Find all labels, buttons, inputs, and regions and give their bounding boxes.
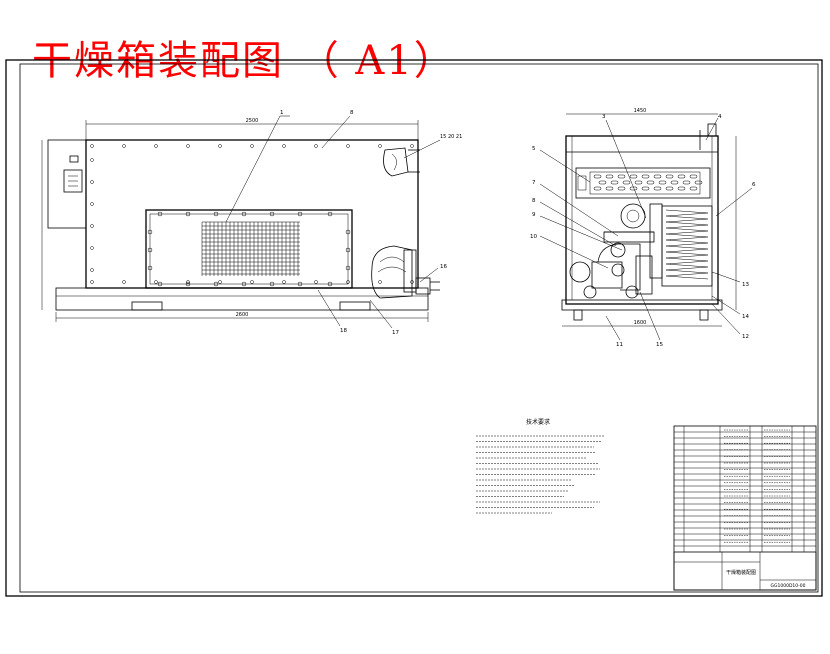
side-cabinet: [565, 135, 719, 305]
outer-frame: [5, 59, 823, 597]
title-block: 干燥箱装配图 GG1000D10-00: [673, 425, 817, 591]
side-balloon-9: 9: [532, 212, 536, 218]
heater-slots: [593, 174, 703, 191]
control-box: [47, 139, 87, 229]
motor-left: [569, 261, 591, 283]
balloon-17: 17: [392, 330, 399, 336]
cabinet-base: [55, 287, 429, 311]
inner-frame: [19, 63, 819, 593]
blower-housing: [371, 245, 413, 299]
pump-body: [591, 261, 623, 289]
filter-mesh: [201, 221, 300, 276]
indicator: [69, 155, 79, 163]
heater-tray: [575, 167, 711, 199]
balloon-15-20-21: 15 20 21: [440, 134, 462, 140]
balloon-18: 18: [340, 328, 347, 334]
side-balloon-8: 8: [532, 198, 536, 204]
control-panel: [63, 169, 83, 193]
dim-top-label: 2500: [246, 118, 259, 124]
side-dim-top: 1450: [634, 108, 647, 114]
balloon-8: 8: [350, 110, 354, 116]
dim-bottom-label: 2600: [236, 312, 249, 318]
coil-tubes: [665, 209, 709, 280]
cabinet-bolts: [90, 144, 414, 284]
side-balloon-5: 5: [532, 146, 536, 152]
drawing-number: GG1000D10-00: [771, 583, 806, 589]
side-balloon-13: 13: [742, 282, 749, 288]
side-balloon-4: 4: [718, 114, 722, 120]
side-balloon-6: 6: [752, 182, 756, 188]
side-balloon-3: 3: [602, 114, 606, 120]
panel-bolts: [147, 211, 351, 287]
heat-exchanger-coil: [661, 205, 713, 287]
front-view: 2500 2600 1 8 15 20 21 16 18 17: [41, 110, 462, 336]
side-balloon-15: 15: [656, 342, 663, 348]
side-balloon-10: 10: [530, 234, 537, 240]
page-title: 干燥箱装配图 （ A1）: [32, 38, 456, 84]
access-panel: [145, 209, 353, 289]
side-dim-bottom: 1600: [634, 320, 647, 326]
bom-table: [674, 426, 816, 552]
balloon-1: 1: [280, 110, 284, 116]
outlet-flange: [415, 277, 431, 295]
fan-housing-top: [383, 147, 409, 177]
balloon-16: 16: [440, 264, 447, 270]
technical-notes: 技术要求: [476, 418, 604, 514]
fork-pocket-right: [339, 301, 371, 311]
side-balloon-11: 11: [616, 342, 623, 348]
fork-pocket-left: [131, 301, 163, 311]
side-view: 1450 1600 3 4 5 6 7 8 9 10 11 12 13 14 1…: [530, 108, 756, 348]
notes-heading: 技术要求: [526, 418, 550, 426]
side-balloon-12: 12: [742, 334, 749, 340]
side-balloon-7: 7: [532, 180, 536, 186]
side-balloon-14: 14: [742, 314, 749, 320]
fan-wheel: [620, 203, 646, 229]
drawing-name: 干燥箱装配图: [726, 569, 756, 576]
side-base: [561, 299, 723, 311]
